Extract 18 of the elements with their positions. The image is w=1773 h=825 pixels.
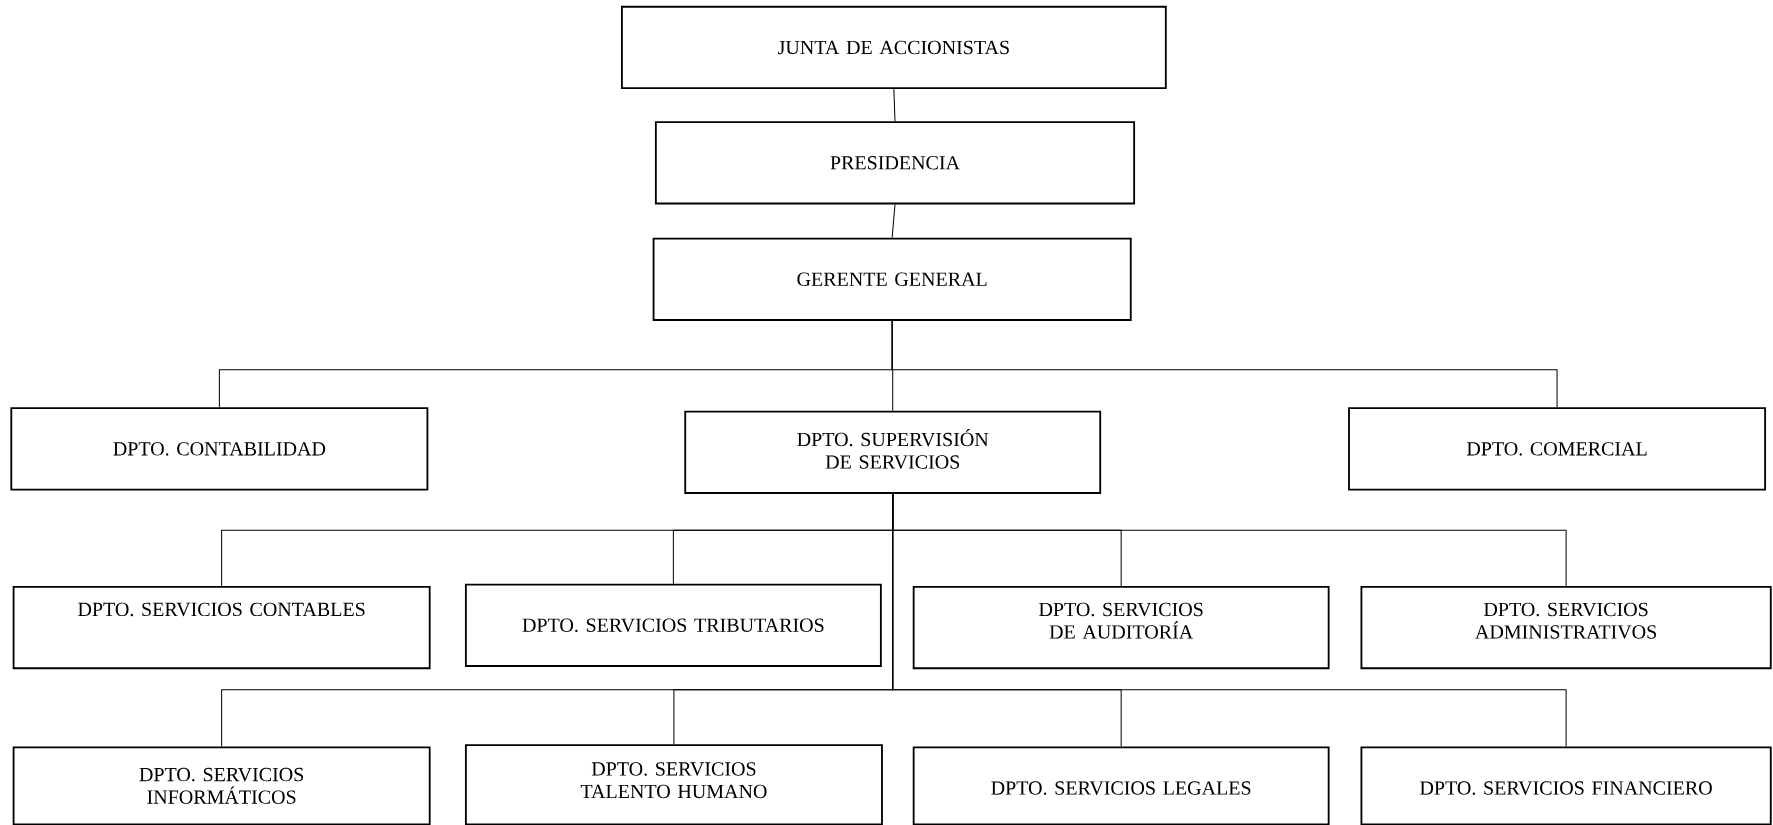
org-box: DPTO. CONTABILIDAD	[10, 407, 429, 491]
org-box: DPTO. SERVICIOS CONTABLES	[12, 585, 431, 669]
org-box: DPTO. SERVICIOS ADMINISTRATIVOS	[1360, 585, 1772, 669]
connector-line	[891, 203, 896, 238]
connector-line	[892, 493, 1567, 747]
org-box: DPTO. COMERCIAL	[1348, 407, 1767, 491]
connector-line	[893, 88, 896, 122]
org-box: DPTO. SERVICIOS TRIBUTARIOS	[464, 583, 882, 667]
org-box: DPTO. SERVICIOS FINANCIERO	[1360, 746, 1772, 825]
org-box: DPTO. SUPERVISIÓN DE SERVICIOS	[684, 410, 1102, 494]
org-box: PRESIDENCIA	[654, 120, 1136, 205]
org-box: JUNTA DE ACCIONISTAS	[621, 5, 1167, 89]
org-box: DPTO. SERVICIOS INFORMÁTICOS	[12, 746, 431, 825]
connector-line	[891, 320, 1558, 408]
org-box: DPTO. SERVICIOS LEGALES	[912, 746, 1330, 825]
org-box: DPTO. SERVICIOS TALENTO HUMANO	[464, 744, 883, 825]
org-box: DPTO. SERVICIOS DE AUDITORÍA	[912, 585, 1330, 669]
org-box: GERENTE GENERAL	[652, 237, 1132, 321]
